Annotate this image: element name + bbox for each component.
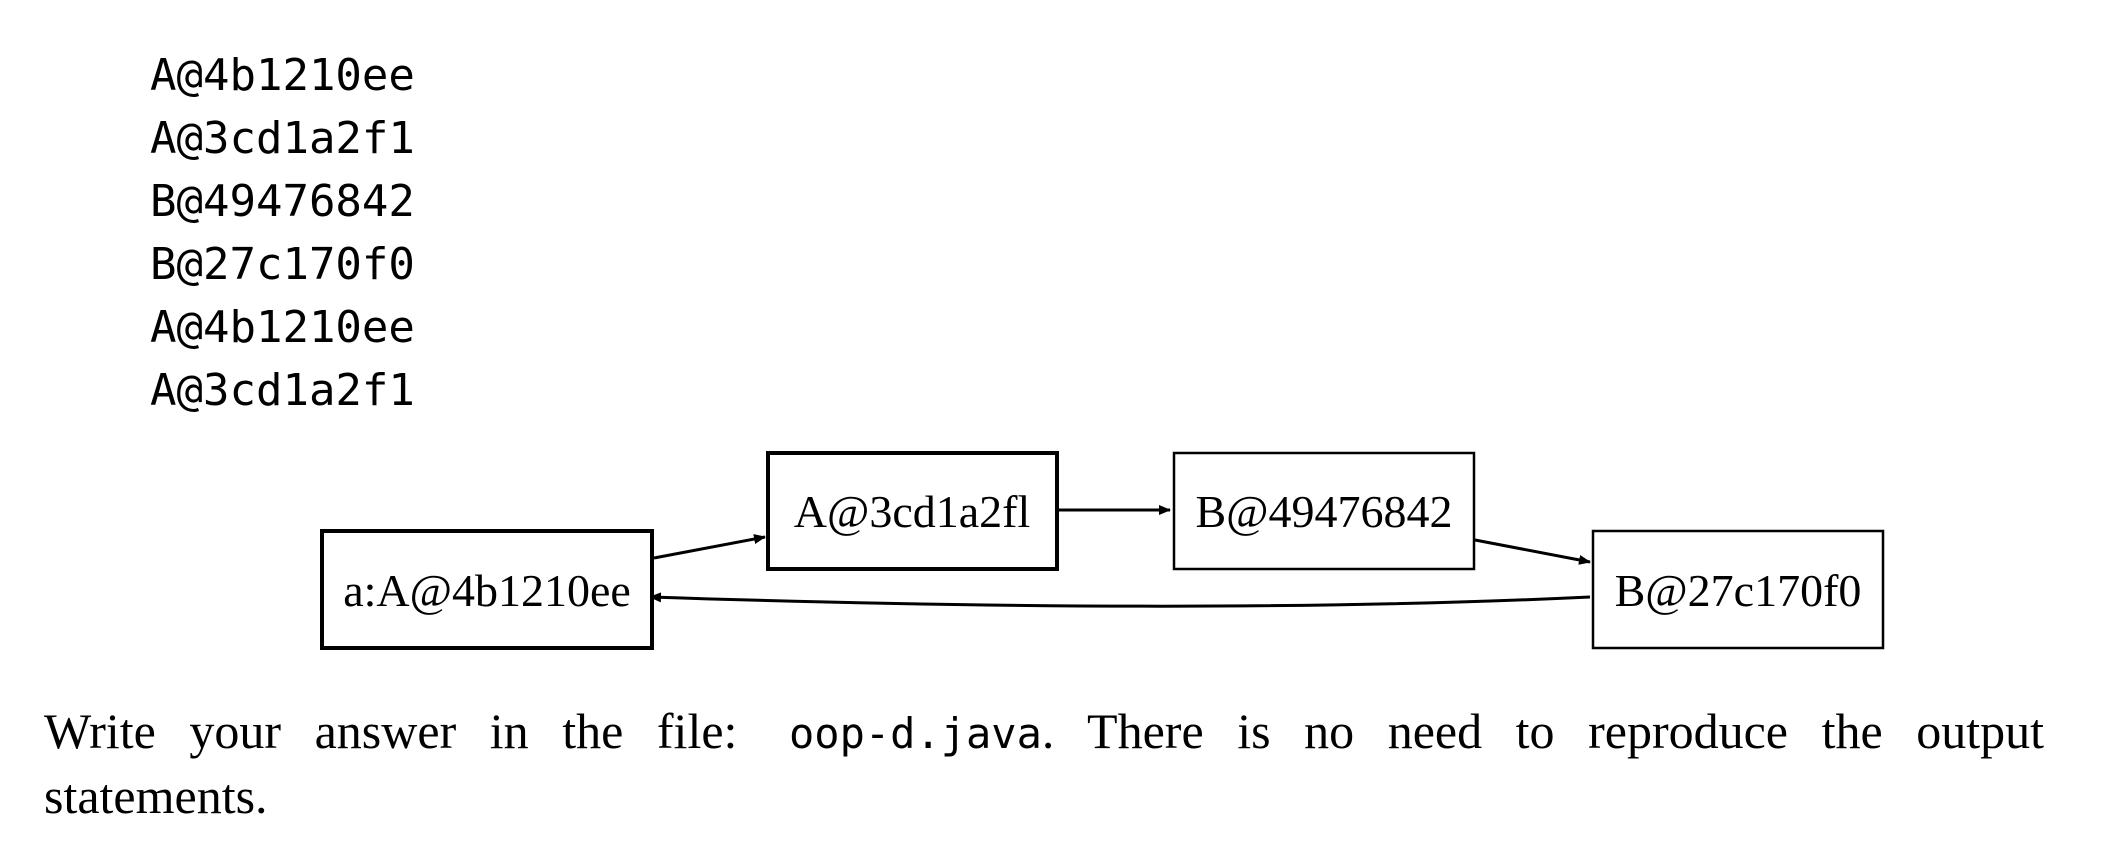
output-line: B@27c170f0 (150, 239, 415, 290)
answer-filename: oop-d.java (789, 709, 1042, 758)
output-line: A@3cd1a2f1 (150, 365, 415, 416)
node-a-A4b12: a:A@4b1210ee (320, 529, 654, 650)
output-line: A@3cd1a2f1 (150, 113, 415, 164)
instructions-paragraph: Write your answer in the file: oop-d.jav… (44, 700, 2044, 828)
output-line: A@4b1210ee (150, 302, 415, 353)
output-line: B@49476842 (150, 176, 415, 227)
edge-a-to-A3cd (653, 534, 766, 560)
node-label: B@27c170f0 (1615, 565, 1862, 616)
edge-B27c-to-a (649, 592, 1591, 608)
node-B27c: B@27c170f0 (1591, 529, 1885, 650)
edge-B494-to-B27c (1474, 538, 1591, 565)
node-label: A@3cd1a2fl (794, 486, 1031, 537)
instructions-suffix: . There is no need to reproduce the outp… (1041, 703, 2045, 759)
node-B494: B@49476842 (1172, 451, 1476, 571)
node-A3cd: A@3cd1a2fl (766, 451, 1059, 571)
instructions-line-1: Write your answer in the file: oop-d.jav… (44, 700, 2044, 765)
node-label: B@49476842 (1195, 486, 1452, 537)
output-line: A@4b1210ee (150, 50, 415, 101)
node-label: a:A@4b1210ee (343, 565, 631, 616)
instructions-line-2: statements. (44, 768, 268, 824)
instructions-prefix: Write your answer in the file: (44, 703, 738, 759)
program-output: A@4b1210ee A@3cd1a2f1 B@49476842 B@27c17… (150, 44, 415, 422)
